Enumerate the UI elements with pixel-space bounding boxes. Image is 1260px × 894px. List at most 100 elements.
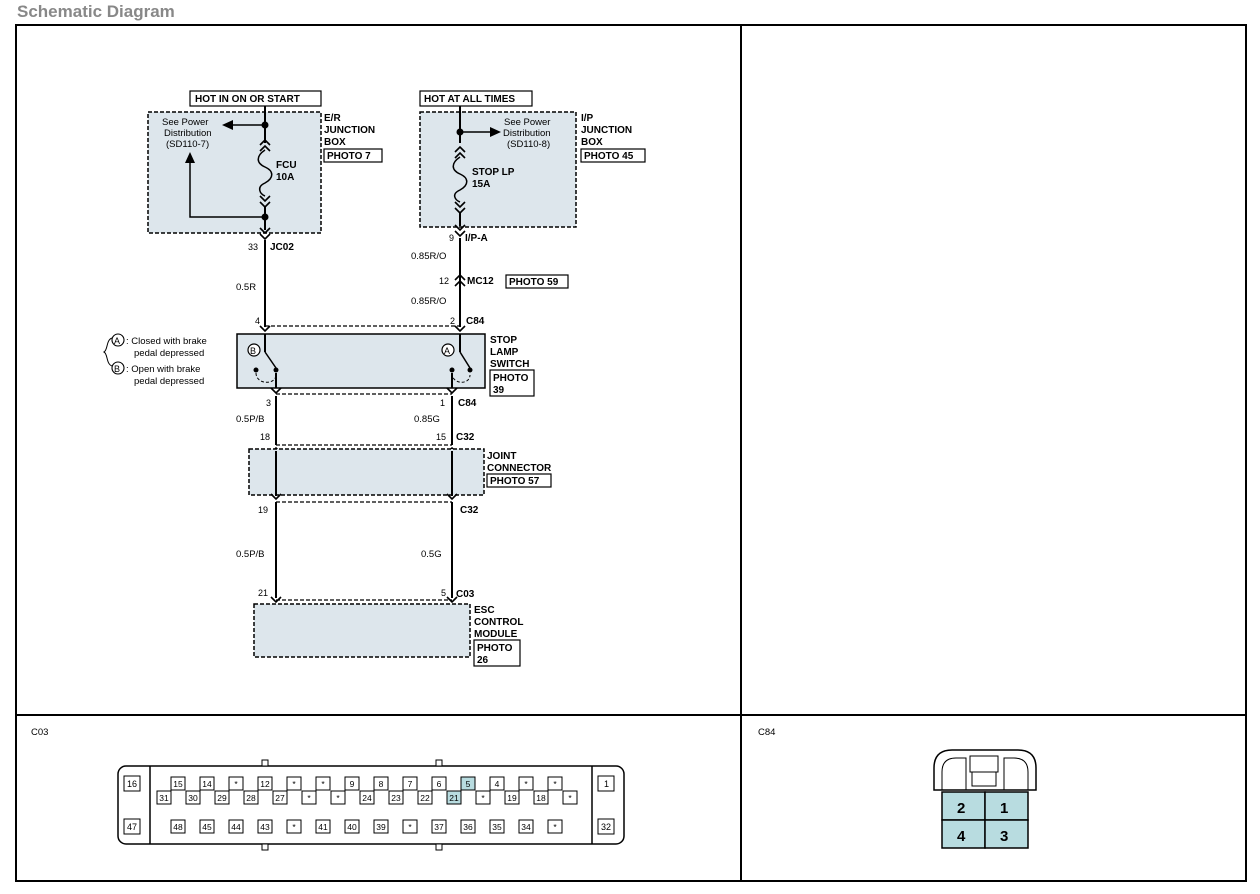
c03-pin-cell xyxy=(388,790,404,805)
c03-pin-label: 39 xyxy=(376,822,386,832)
mc12-photo: PHOTO 59 xyxy=(509,277,559,288)
esc-name-3: MODULE xyxy=(474,629,518,640)
c03-pin-cell xyxy=(228,776,244,791)
c32-bottom-connector: C32 xyxy=(460,505,479,516)
c03-pin-label: 21 xyxy=(449,793,459,803)
c03-pin-cell xyxy=(330,790,346,805)
wire-right-2: 0.85R/O xyxy=(411,296,446,307)
esc-connector: C03 xyxy=(456,589,475,600)
c03-pin-label: * xyxy=(307,793,311,803)
c03-right-top-pin: 1 xyxy=(604,779,609,789)
stop-switch-photo-1: PHOTO xyxy=(493,373,529,384)
wire-left-1: 0.5R xyxy=(236,282,256,293)
esc-name-2: CONTROL xyxy=(474,617,523,628)
ip-box-name-1: I/P xyxy=(581,113,594,124)
c03-pin-label: 35 xyxy=(492,822,502,832)
c32-pin-18: 18 xyxy=(260,432,270,442)
legend-b-letter: B xyxy=(114,364,120,374)
wire-right-3: 0.85G xyxy=(414,414,440,425)
c03-pin-cell xyxy=(185,790,201,805)
c03-pin-label: 29 xyxy=(217,793,227,803)
fcu-fuse-symbol xyxy=(257,149,273,197)
c03-pin-cell xyxy=(214,790,230,805)
mc12-pin: 12 xyxy=(439,276,449,286)
wire-left-2: 0.5P/B xyxy=(236,414,265,425)
c03-pin-cell xyxy=(286,819,302,834)
c03-pin-cell xyxy=(170,776,186,791)
fcu-fuse-rating: 10A xyxy=(276,172,294,183)
c84-face-pin-2: 2 xyxy=(957,800,965,817)
stop-switch-name-3: SWITCH xyxy=(490,359,529,370)
c03-pin-cell xyxy=(518,819,534,834)
esc-control-module-box xyxy=(253,603,471,658)
hot-run-label-box xyxy=(189,90,322,107)
c03-pin-cell xyxy=(257,819,273,834)
ip-a-connector: I/P-A xyxy=(465,233,488,244)
c03-title: C03 xyxy=(31,727,48,738)
c03-pin-cell xyxy=(344,776,360,791)
c03-pin-cell xyxy=(199,776,215,791)
c32-top-connector: C32 xyxy=(456,432,475,443)
c03-pin-cell xyxy=(489,819,505,834)
c03-pin-label: * xyxy=(553,779,557,789)
legend-a-text-1: : Closed with brake xyxy=(126,336,207,347)
c03-pin-cell xyxy=(402,819,418,834)
ip-box-name-3: BOX xyxy=(581,137,603,148)
er-box-name-2: JUNCTION xyxy=(324,125,375,136)
er-see-power-3: (SD110-7) xyxy=(166,139,209,150)
c03-pin-label: 9 xyxy=(350,779,355,789)
c03-pin-label: * xyxy=(408,822,412,832)
stop-lamp-switch-box xyxy=(236,333,486,389)
c03-pin-cell xyxy=(431,819,447,834)
esc-name-1: ESC xyxy=(474,605,495,616)
c03-pin-label: 5 xyxy=(466,779,471,789)
c03-pin-cell xyxy=(446,790,462,805)
mc12-connector: MC12 xyxy=(467,276,494,287)
c03-pin-cell xyxy=(286,776,302,791)
c03-pin-cell xyxy=(504,790,520,805)
er-box-name-3: BOX xyxy=(324,137,346,148)
c03-left-bottom-pin: 47 xyxy=(127,822,137,832)
er-see-power-1: See Power xyxy=(162,117,208,128)
stop-lp-fuse-symbol xyxy=(452,156,468,203)
c03-pin-label: * xyxy=(292,779,296,789)
c03-pin-label: 27 xyxy=(275,793,285,803)
c03-pin-label: * xyxy=(568,793,572,803)
c03-pin-cell xyxy=(489,776,505,791)
c84-pin-3: 3 xyxy=(266,398,271,408)
wire-right-1: 0.85R/O xyxy=(411,251,446,262)
c03-pin-label: 24 xyxy=(362,793,372,803)
c32-pin-19: 19 xyxy=(258,505,268,515)
c03-pin-label: 30 xyxy=(188,793,198,803)
fcu-fuse-name: FCU xyxy=(276,160,297,171)
c03-pin-label: 31 xyxy=(159,793,169,803)
legend-a-text-2: pedal depressed xyxy=(134,348,204,359)
c84-face-pin-4: 4 xyxy=(957,828,966,845)
c03-pin-label: 22 xyxy=(420,793,430,803)
c03-pin-cell xyxy=(272,790,288,805)
c03-pin-label: 8 xyxy=(379,779,384,789)
c03-pin-cell xyxy=(301,790,317,805)
hot-always-label: HOT AT ALL TIMES xyxy=(424,94,515,105)
er-box-name-1: E/R xyxy=(324,113,341,124)
c84-connector: 2 1 4 3 xyxy=(933,749,1037,849)
stop-switch-name-2: LAMP xyxy=(490,347,519,358)
c03-pin-cell xyxy=(373,819,389,834)
stop-switch-name-1: STOP xyxy=(490,335,517,346)
c84-panel xyxy=(740,714,1247,882)
hot-run-label: HOT IN ON OR START xyxy=(195,94,300,105)
c03-pin-label: * xyxy=(553,822,557,832)
c03-pin-21: 21 xyxy=(258,588,268,598)
c03-pin-label: 28 xyxy=(246,793,256,803)
c03-pin-cell xyxy=(460,776,476,791)
c32-pin-15: 15 xyxy=(436,432,446,442)
c03-pin-label: 40 xyxy=(347,822,357,832)
c03-pin-cell xyxy=(402,776,418,791)
jc02-connector: JC02 xyxy=(270,242,294,253)
wire-left-3: 0.5P/B xyxy=(236,549,265,560)
c03-pin-cell xyxy=(344,819,360,834)
c84-bottom-connector: C84 xyxy=(458,398,477,409)
c03-pin-cell xyxy=(156,790,172,805)
joint-name-1: JOINT xyxy=(487,451,516,462)
